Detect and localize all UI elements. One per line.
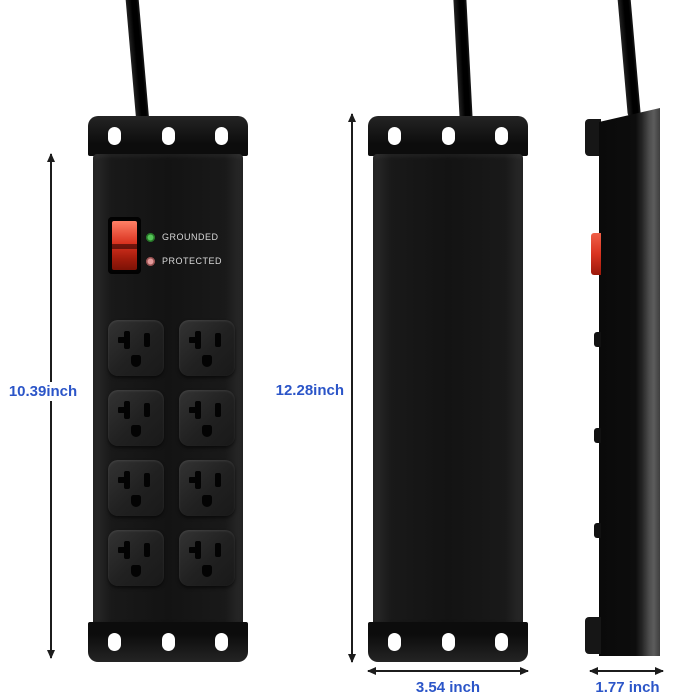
mounting-hole xyxy=(441,633,455,651)
outlet-hot-slot xyxy=(144,333,150,347)
outlet-hot-slot xyxy=(144,473,150,487)
strip-body-back xyxy=(373,154,523,628)
outlet-neutral-slot xyxy=(189,401,201,419)
outlet-hot-slot xyxy=(144,543,150,557)
mounting-hole xyxy=(388,127,401,145)
outlet-neutral-slot xyxy=(189,331,201,349)
mounting-hole xyxy=(108,127,121,145)
side-detail xyxy=(594,428,601,443)
outlet-hot-slot xyxy=(215,473,221,487)
outlet-ground-hole xyxy=(131,425,141,437)
mounting-hole xyxy=(388,633,401,651)
outlet-neutral-slot xyxy=(118,331,130,349)
mounting-hole xyxy=(108,633,121,651)
mounting-hole xyxy=(495,127,508,145)
outlet-ground-hole xyxy=(202,495,212,507)
dimension-label-width: 3.54 inch xyxy=(415,679,481,696)
mounting-hole xyxy=(495,633,508,651)
rocker-switch-icon xyxy=(112,221,137,270)
power-outlet xyxy=(108,390,164,446)
mounting-hole xyxy=(161,127,175,145)
outlet-neutral-slot xyxy=(118,471,130,489)
protected-label: PROTECTED xyxy=(162,256,223,266)
dimension-label-depth: 1.77 inch xyxy=(595,679,660,696)
outlet-hot-slot xyxy=(144,403,150,417)
outlet-ground-hole xyxy=(202,425,212,437)
mounting-hole xyxy=(215,633,228,651)
mounting-bracket-edge-bottom xyxy=(585,617,601,654)
power-outlet xyxy=(108,320,164,376)
power-switch xyxy=(108,217,141,274)
power-outlet xyxy=(108,460,164,516)
outlet-hot-slot xyxy=(215,403,221,417)
outlet-hot-slot xyxy=(215,543,221,557)
protected-led-icon xyxy=(146,256,155,266)
dimension-arrow-width xyxy=(367,667,529,675)
side-detail xyxy=(594,523,601,538)
strip-body-side xyxy=(599,108,660,656)
mounting-bracket-top-front xyxy=(88,116,248,156)
outlet-ground-hole xyxy=(202,355,212,367)
outlet-neutral-slot xyxy=(118,541,130,559)
mounting-bracket-top-back xyxy=(368,116,528,156)
grounded-led-icon xyxy=(146,232,155,242)
power-outlet xyxy=(179,320,235,376)
power-cord xyxy=(453,0,473,123)
grounded-indicator: GROUNDED xyxy=(146,232,219,242)
outlet-ground-hole xyxy=(131,495,141,507)
mounting-bracket-bottom-back xyxy=(368,622,528,662)
mounting-hole xyxy=(215,127,228,145)
outlet-neutral-slot xyxy=(189,471,201,489)
dimension-arrow-depth xyxy=(589,667,664,675)
outlet-ground-hole xyxy=(202,565,212,577)
outlet-neutral-slot xyxy=(118,401,130,419)
mounting-hole xyxy=(441,127,455,145)
dimension-arrow-front-height xyxy=(47,153,55,659)
outlet-ground-hole xyxy=(131,565,141,577)
protected-indicator: PROTECTED xyxy=(146,256,222,266)
power-outlet xyxy=(179,390,235,446)
mounting-bracket-edge-top xyxy=(585,119,601,156)
power-switch-side xyxy=(591,233,601,275)
outlet-ground-hole xyxy=(131,355,141,367)
power-cord xyxy=(125,0,150,125)
power-cord xyxy=(617,0,641,119)
mounting-hole xyxy=(161,633,175,651)
dimension-label-front-height: 10.39inch xyxy=(2,382,84,401)
grounded-label: GROUNDED xyxy=(162,232,219,242)
power-outlet xyxy=(179,460,235,516)
outlet-neutral-slot xyxy=(189,541,201,559)
power-outlet xyxy=(108,530,164,586)
side-detail xyxy=(594,332,601,347)
outlet-hot-slot xyxy=(215,333,221,347)
dimension-arrow-overall-height xyxy=(348,113,356,663)
dimension-label-overall-height: 12.28inch xyxy=(275,382,344,399)
power-outlet xyxy=(179,530,235,586)
mounting-bracket-bottom-front xyxy=(88,622,248,662)
